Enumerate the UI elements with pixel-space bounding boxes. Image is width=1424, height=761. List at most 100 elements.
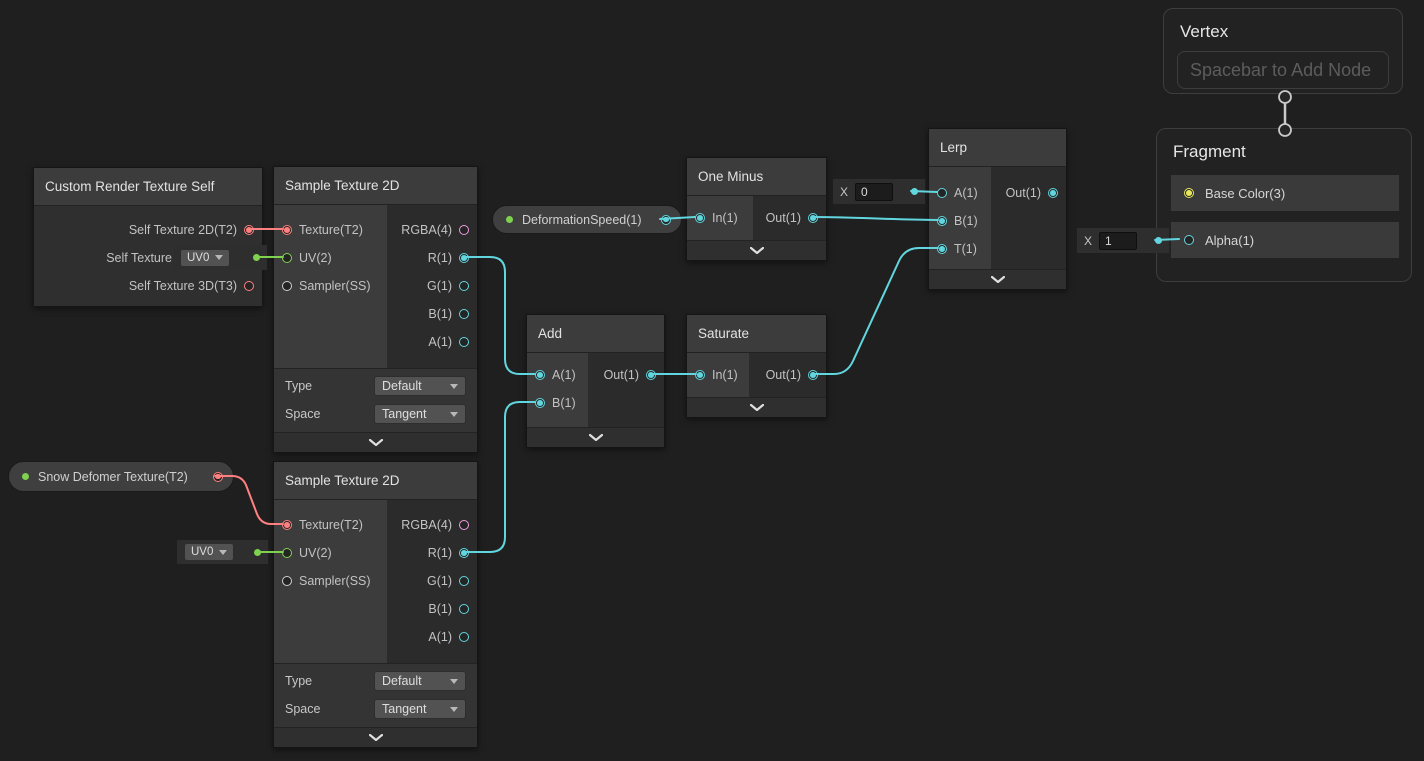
rgba-port-icon[interactable] <box>459 225 469 235</box>
widget-connector-dot <box>1155 237 1162 244</box>
chevron-down-icon <box>749 404 764 411</box>
self-texture-2d-port-icon[interactable] <box>244 225 254 235</box>
node-lerp[interactable]: Lerp A(1) B(1) T(1) Out(1) <box>928 128 1067 290</box>
saturate-in: In(1) <box>687 361 746 389</box>
space-dropdown[interactable]: Tangent <box>374 404 466 424</box>
sample-b-out-r: R(1) <box>387 539 477 567</box>
fragment-base-color-block[interactable]: Base Color(3) <box>1171 175 1399 211</box>
one-minus-title: One Minus <box>687 158 826 196</box>
add-in-b: B(1) <box>527 389 588 417</box>
b-port-icon[interactable] <box>535 398 545 408</box>
sample-a-in-sampler: Sampler(SS) <box>274 272 387 300</box>
add-out: Out(1) <box>588 361 664 389</box>
collapse-preview-button[interactable] <box>274 727 477 747</box>
r-port-icon[interactable] <box>459 548 469 558</box>
lerp-a-value-field[interactable] <box>855 182 894 201</box>
exposed-property-icon <box>22 473 29 480</box>
property-deformation-speed[interactable]: DeformationSpeed(1) <box>492 205 682 234</box>
sample-a-in-uv: UV(2) <box>274 244 387 272</box>
node-sample-texture-2d-top[interactable]: Sample Texture 2D Texture(T2) UV(2) Samp… <box>273 166 478 453</box>
sample-a-out-a: A(1) <box>387 328 477 356</box>
sampler-port-icon[interactable] <box>282 281 292 291</box>
deformation-speed-port-icon[interactable] <box>661 214 671 225</box>
sample-a-in-texture: Texture(T2) <box>274 216 387 244</box>
vertex-context-frame[interactable]: Vertex Spacebar to Add Node <box>1163 8 1403 94</box>
collapse-preview-button[interactable] <box>274 432 477 452</box>
vertex-add-node-placeholder[interactable]: Spacebar to Add Node <box>1177 51 1389 89</box>
uv-channel-dropdown[interactable]: UV0 <box>184 543 234 561</box>
deformation-speed-label: DeformationSpeed(1) <box>522 212 642 227</box>
node-saturate[interactable]: Saturate In(1) Out(1) <box>686 314 827 418</box>
out-port-icon[interactable] <box>808 213 818 223</box>
chevron-down-icon <box>588 434 603 441</box>
node-one-minus[interactable]: One Minus In(1) Out(1) <box>686 157 827 261</box>
a-port-icon[interactable] <box>535 370 545 380</box>
sample-b-space-row: Space Tangent <box>274 695 477 723</box>
alpha-port-icon[interactable] <box>1184 235 1194 245</box>
g-port-icon[interactable] <box>459 281 469 291</box>
g-port-icon[interactable] <box>459 576 469 586</box>
t-port-icon[interactable] <box>937 244 947 254</box>
collapse-preview-button[interactable] <box>929 269 1066 289</box>
type-dropdown[interactable]: Default <box>374 671 466 691</box>
sampler-port-icon[interactable] <box>282 576 292 586</box>
out-port-icon[interactable] <box>646 370 656 380</box>
fragment-alpha-block[interactable]: Alpha(1) <box>1171 222 1399 258</box>
a-port-icon[interactable] <box>937 188 947 198</box>
sample-b-in-uv: UV(2) <box>274 539 387 567</box>
in-port-icon[interactable] <box>695 213 705 223</box>
sample-a-out-rgba: RGBA(4) <box>387 216 477 244</box>
out-port-icon[interactable] <box>1048 188 1058 198</box>
uv-port-icon[interactable] <box>282 253 292 263</box>
base-color-port-icon[interactable] <box>1184 188 1194 198</box>
sample-a-space-row: Space Tangent <box>274 400 477 428</box>
uv-port-icon[interactable] <box>282 548 292 558</box>
space-dropdown[interactable]: Tangent <box>374 699 466 719</box>
uv-channel-dropdown[interactable]: UV0 <box>180 248 230 267</box>
fragment-context-frame[interactable]: Fragment Base Color(3) Alpha(1) <box>1156 128 1412 282</box>
sample-b-in-texture: Texture(T2) <box>274 511 387 539</box>
chevron-down-icon <box>368 734 383 741</box>
chevron-down-icon <box>749 247 764 254</box>
texture-port-icon[interactable] <box>282 520 292 530</box>
edge-saturate-to-lerp-t[interactable] <box>813 247 939 375</box>
texture-port-icon[interactable] <box>282 225 292 235</box>
widget-connector-dot <box>254 548 261 556</box>
collapse-preview-button[interactable] <box>527 427 664 447</box>
node-add[interactable]: Add A(1) B(1) Out(1) <box>526 314 665 448</box>
sample-b-in-sampler: Sampler(SS) <box>274 567 387 595</box>
node-sample-texture-2d-bottom[interactable]: Sample Texture 2D Texture(T2) UV(2) Samp… <box>273 461 478 748</box>
out-port-icon[interactable] <box>808 370 818 380</box>
a-port-icon[interactable] <box>459 632 469 642</box>
lerp-out: Out(1) <box>991 179 1066 207</box>
property-snow-deformer-texture[interactable]: Snow Defomer Texture(T2) <box>8 461 234 492</box>
b-port-icon[interactable] <box>459 309 469 319</box>
in-port-icon[interactable] <box>695 370 705 380</box>
uv-channel-widget-bottom: UV0 <box>177 540 268 564</box>
sample-b-out-rgba: RGBA(4) <box>387 511 477 539</box>
b-port-icon[interactable] <box>459 604 469 614</box>
dropdown-arrow-icon <box>219 549 227 555</box>
sample-b-out-a: A(1) <box>387 623 477 651</box>
saturate-out: Out(1) <box>749 361 826 389</box>
sample-b-title: Sample Texture 2D <box>274 462 477 500</box>
node-custom-render-texture-self[interactable]: Custom Render Texture Self Self Texture … <box>33 167 263 307</box>
type-dropdown[interactable]: Default <box>374 376 466 396</box>
r-port-icon[interactable] <box>459 253 469 263</box>
collapse-preview-button[interactable] <box>687 397 826 417</box>
sample-a-type-row: Type Default <box>274 372 477 400</box>
alpha-value-field[interactable] <box>1099 231 1138 250</box>
edge-oneminus-to-lerp-b[interactable] <box>813 216 939 221</box>
self-texture-3d-port-icon[interactable] <box>244 281 254 291</box>
lerp-in-b: B(1) <box>929 207 991 235</box>
crts-title: Custom Render Texture Self <box>34 168 262 206</box>
a-port-icon[interactable] <box>459 337 469 347</box>
snow-deformer-label: Snow Defomer Texture(T2) <box>38 469 188 484</box>
collapse-preview-button[interactable] <box>687 240 826 260</box>
snow-deformer-port-icon[interactable] <box>213 471 223 482</box>
b-port-icon[interactable] <box>937 216 947 226</box>
add-in-a: A(1) <box>527 361 588 389</box>
rgba-port-icon[interactable] <box>459 520 469 530</box>
lerp-title: Lerp <box>929 129 1066 167</box>
